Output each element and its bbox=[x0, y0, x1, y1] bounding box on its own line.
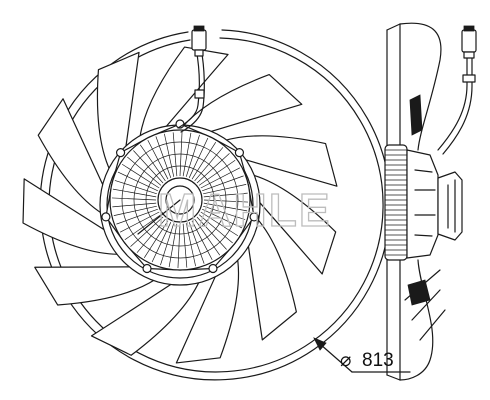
flange-bolt bbox=[142, 263, 152, 274]
side-shroud-cap bbox=[386, 23, 401, 381]
side-sensor-connector bbox=[461, 29, 477, 53]
dimension-leader bbox=[319, 343, 353, 373]
diameter-value: 813 bbox=[362, 350, 394, 371]
side-sensor-cable bbox=[437, 55, 468, 151]
clutch-center-ring bbox=[165, 185, 195, 215]
flange-bolt bbox=[208, 263, 218, 274]
side-sensor-cable-outer bbox=[442, 55, 473, 155]
fan-blades bbox=[22, 46, 338, 364]
clutch-fins bbox=[112, 132, 248, 268]
side-dark-detail-bottom bbox=[407, 279, 431, 306]
clutch-fin-ring bbox=[133, 153, 227, 247]
side-connector-pins bbox=[463, 25, 475, 32]
cable-clip bbox=[194, 89, 205, 99]
side-hub-detail bbox=[414, 169, 436, 237]
diameter-dimension: ⌀ 813 bbox=[313, 337, 411, 373]
sensor-connector-boot bbox=[194, 49, 204, 57]
dimension-arrowhead bbox=[313, 337, 327, 351]
side-clutch-fins bbox=[385, 149, 407, 256]
fan-blade bbox=[139, 46, 229, 139]
fan-front-view bbox=[22, 25, 391, 381]
side-lower-detail bbox=[404, 269, 446, 341]
clutch-pointer-line bbox=[137, 199, 181, 235]
sensor-cable bbox=[177, 47, 200, 129]
fan-blade bbox=[175, 257, 240, 364]
side-mount-bracket bbox=[437, 171, 463, 241]
fan-blade bbox=[22, 178, 121, 255]
fan-blade bbox=[96, 51, 140, 172]
fan-side-view bbox=[384, 22, 477, 381]
side-connector-boot bbox=[463, 51, 475, 59]
clutch-fin-ring bbox=[145, 165, 215, 235]
flange-bolt bbox=[234, 148, 245, 158]
sensor-connector bbox=[191, 29, 207, 51]
flange-bolt bbox=[101, 212, 111, 222]
brand-watermark: MAHLE bbox=[158, 184, 332, 236]
flange-bolt bbox=[115, 148, 126, 158]
fan-blade bbox=[37, 98, 105, 215]
side-blade-profile-lower bbox=[399, 259, 434, 381]
fan-blade bbox=[251, 174, 337, 275]
sensor-cable-outer bbox=[180, 47, 205, 133]
clutch-fin-ring bbox=[121, 141, 239, 259]
side-mount-bracket-detail bbox=[447, 179, 456, 233]
side-blade-profile bbox=[399, 22, 442, 151]
diameter-symbol: ⌀ bbox=[340, 350, 351, 371]
flange-bolt bbox=[249, 212, 259, 222]
fan-blade bbox=[90, 279, 201, 356]
side-cable-clip bbox=[462, 74, 476, 83]
fan-blade bbox=[34, 266, 157, 306]
sensor-connector-pins bbox=[193, 25, 205, 32]
fan-blade bbox=[247, 217, 297, 341]
side-clutch-drum bbox=[384, 144, 408, 261]
side-hub-body bbox=[406, 149, 439, 259]
fan-blade bbox=[223, 135, 338, 187]
side-dark-detail-top bbox=[409, 94, 423, 136]
